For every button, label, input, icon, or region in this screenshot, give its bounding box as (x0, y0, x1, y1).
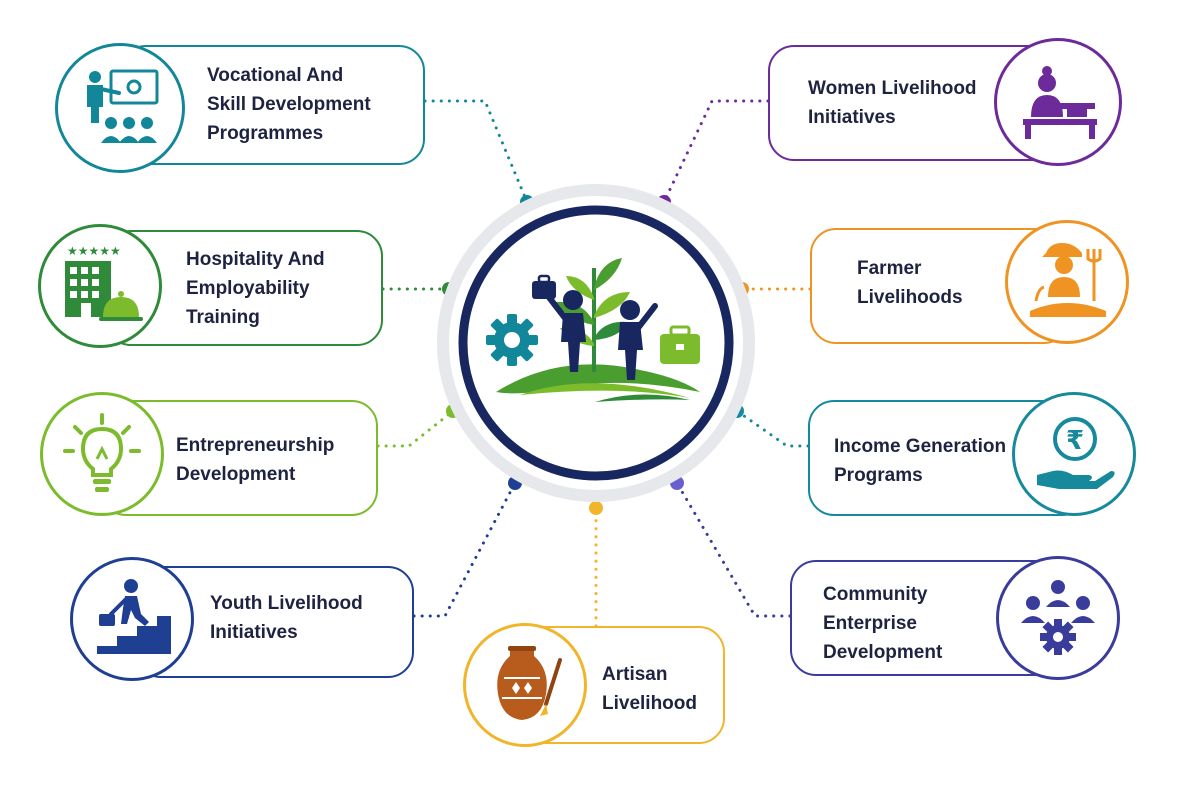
livelihood-people-plant-icon (486, 258, 700, 402)
node-women-icon-circle (994, 38, 1122, 166)
trainer-presentation-icon (87, 69, 159, 143)
node-women-label: Women Livelihood Initiatives (808, 78, 977, 128)
rupee-hand-icon: ₹ (1037, 417, 1115, 489)
connector-entrepreneurship (376, 409, 455, 448)
hub-outer-ring (437, 184, 755, 502)
dot-artisan (589, 501, 603, 515)
node-artisan-icon-circle (463, 623, 587, 747)
node-entrepreneurship-icon-circle (40, 392, 164, 516)
connector-community (675, 481, 792, 618)
node-hospitality-label: Hospitality And Employability Training (186, 249, 325, 328)
farmer-icon (1030, 243, 1106, 317)
lightbulb-icon (63, 413, 141, 492)
connector-women (662, 99, 770, 204)
pottery-brush-icon (497, 646, 562, 720)
connector-youth (412, 481, 517, 618)
node-farmer-label: Farmer Livelihoods (857, 258, 963, 308)
node-artisan-label: Artisan Livelihood (602, 664, 697, 714)
community-gear-icon (1021, 580, 1095, 655)
svg-text:★★★★★: ★★★★★ (67, 244, 121, 258)
node-vocational-icon-circle (55, 43, 185, 173)
node-community-icon-circle (996, 556, 1120, 680)
node-income-label: Income Generation Programs (834, 436, 1007, 486)
svg-text:₹: ₹ (1066, 426, 1084, 456)
node-youth-label: Youth Livelihood Initiatives (210, 593, 363, 643)
node-community-label: Community Enterprise Development (823, 584, 943, 663)
node-entrepreneurship-label: Entrepreneurship Development (176, 435, 335, 485)
climbing-steps-icon (97, 579, 171, 654)
node-farmer-icon-circle (1005, 220, 1129, 344)
connector-vocational (423, 99, 529, 204)
node-youth-icon-circle (70, 557, 194, 681)
node-hospitality-icon-circle: ★★★★★ (38, 224, 162, 348)
hotel-service-icon: ★★★★★ (65, 244, 143, 321)
node-vocational-label: Vocational And Skill Development Program… (207, 65, 371, 144)
node-income-icon-circle: ₹ (1012, 392, 1136, 516)
connector-income (735, 409, 810, 448)
connector-lines (376, 99, 812, 628)
woman-sewing-icon (1023, 66, 1097, 139)
